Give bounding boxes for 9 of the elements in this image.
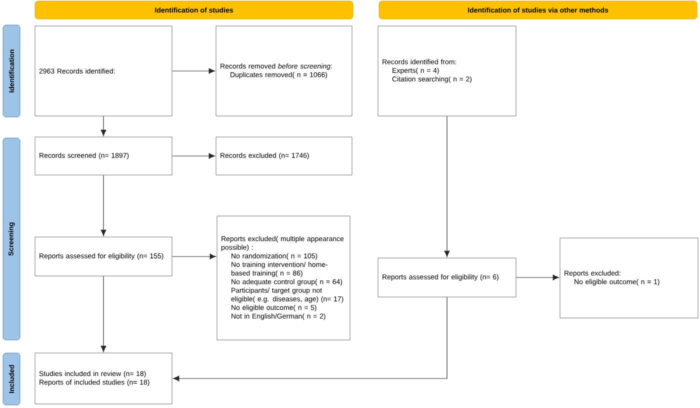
arrow <box>173 296 448 382</box>
arrow <box>444 116 450 258</box>
arrow <box>172 153 216 159</box>
arrow <box>100 276 106 352</box>
arrow <box>172 68 216 74</box>
arrow <box>172 254 216 260</box>
arrow <box>100 116 106 136</box>
arrow <box>100 174 106 236</box>
arrow <box>516 274 560 280</box>
